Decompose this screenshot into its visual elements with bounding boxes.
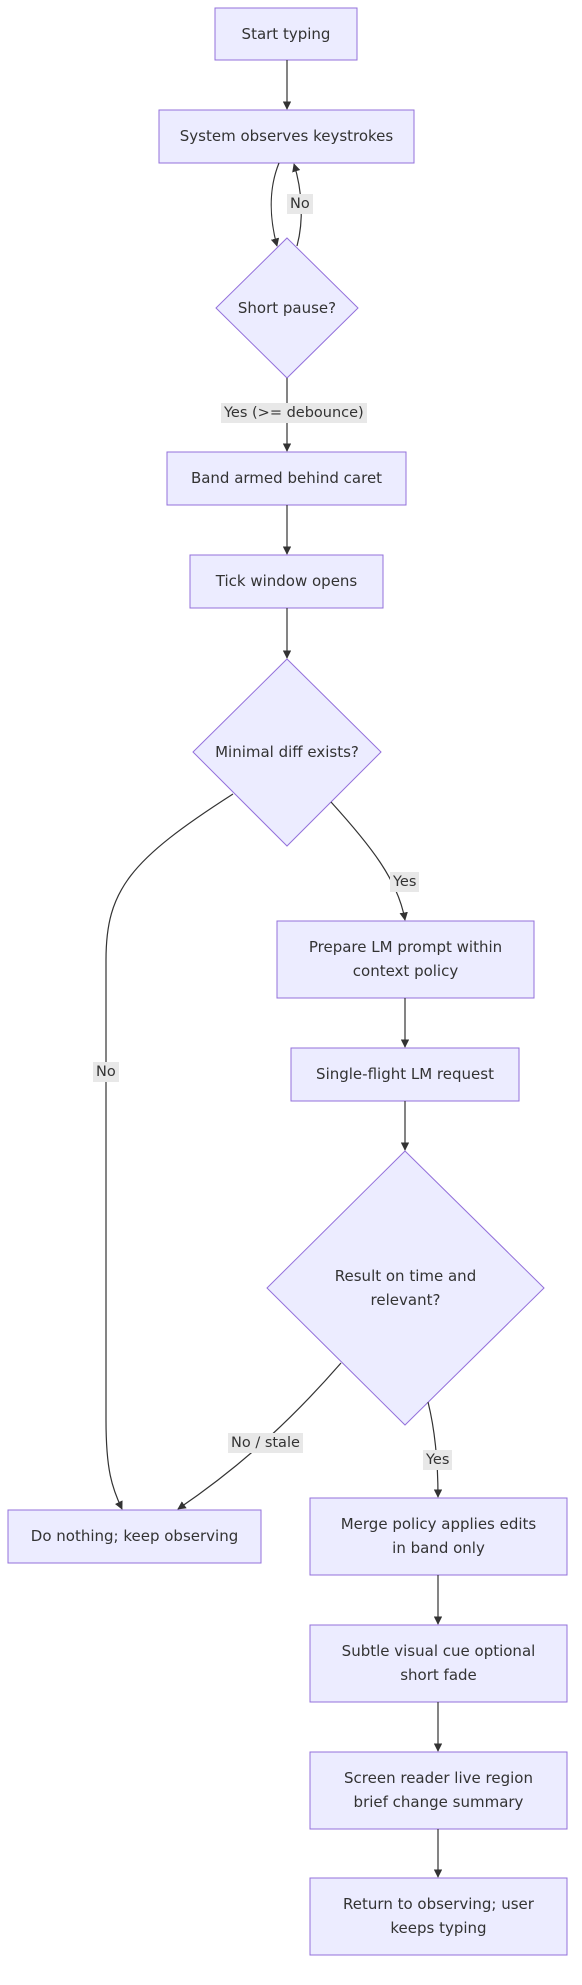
node-observe — [158, 109, 415, 164]
node-request-label: Single-flight LM request — [316, 1065, 494, 1083]
edge-label-diff-no: No — [93, 1062, 119, 1082]
node-observe-label: System observes keystrokes — [179, 127, 394, 145]
edge-observe-pause — [270, 162, 280, 247]
node-pause-label: Short pause? — [237, 299, 337, 317]
edge-diff-nothing — [105, 793, 234, 1510]
edge-label-diff-yes: Yes — [390, 872, 420, 892]
node-band-label: Band armed behind caret — [190, 469, 383, 487]
node-reader — [309, 1751, 568, 1830]
node-nothing — [7, 1509, 262, 1564]
node-merge-label: Merge policy applies edits in band only — [340, 1515, 537, 1557]
edge-result-merge — [427, 1401, 443, 1498]
node-reader-label: Screen reader live region brief change s… — [344, 1769, 533, 1811]
node-return — [309, 1877, 568, 1956]
node-start — [214, 7, 358, 61]
node-result — [266, 1150, 545, 1426]
node-diff — [192, 658, 382, 847]
node-cue — [309, 1624, 568, 1703]
node-return-label: Return to observing; user keeps typing — [343, 1895, 534, 1937]
edge-label-result-no: No / stale — [228, 1433, 303, 1453]
node-merge — [309, 1497, 568, 1576]
node-nothing-label: Do nothing; keep observing — [30, 1527, 239, 1545]
node-tick — [189, 554, 384, 609]
node-diff-label: Minimal diff exists? — [215, 743, 359, 761]
node-result-label: Result on time and relevant? — [334, 1267, 477, 1309]
node-cue-label: Subtle visual cue optional short fade — [341, 1642, 536, 1684]
node-band — [166, 451, 407, 506]
node-prompt-label: Prepare LM prompt within context policy — [308, 938, 503, 980]
edge-label-pause-no: No — [287, 194, 313, 214]
edge-diff-prompt — [330, 801, 408, 921]
node-start-label: Start typing — [241, 25, 331, 43]
edge-label-result-yes: Yes — [423, 1450, 453, 1470]
edge-label-pause-yes: Yes (>= debounce) — [221, 403, 367, 423]
node-tick-label: Tick window opens — [215, 572, 358, 590]
